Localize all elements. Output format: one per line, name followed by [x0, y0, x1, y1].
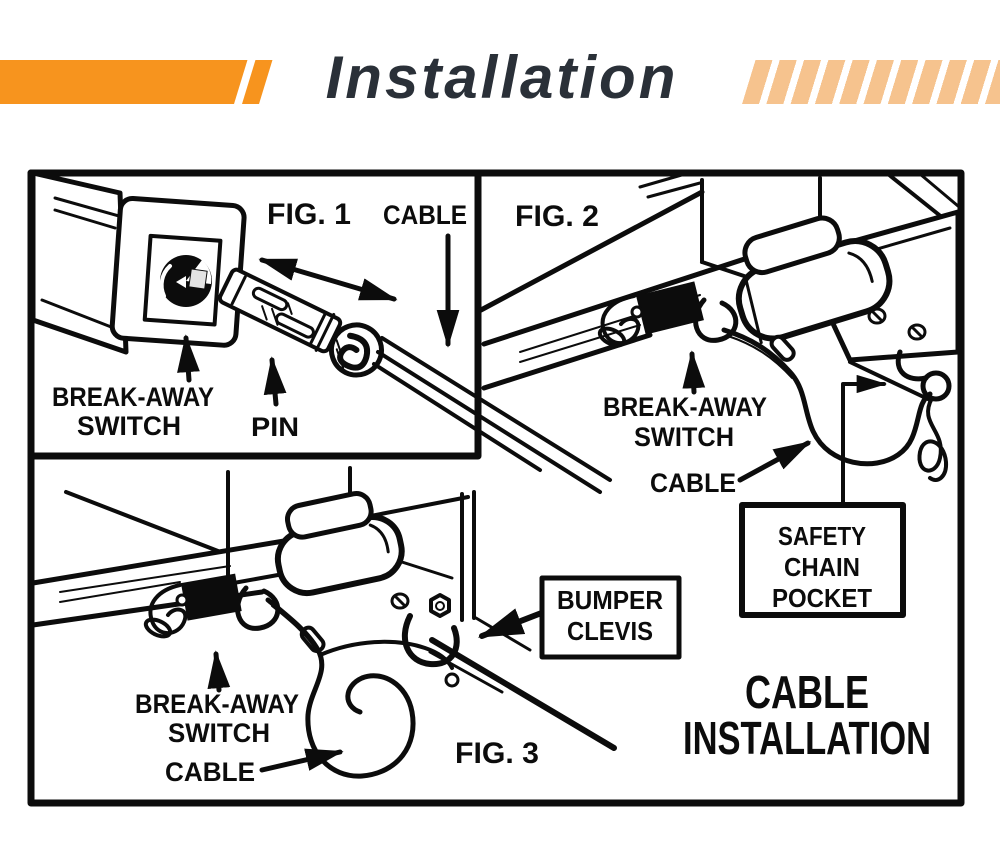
fig1-switch-housing-drawing [30, 170, 247, 355]
page-title: Installation [325, 44, 679, 111]
fig1-slide-arrow [258, 257, 398, 302]
fig1-pin-label: PIN [251, 412, 299, 442]
fig2-cable-drawing [721, 327, 952, 482]
fig3-cable-arrow [259, 748, 344, 773]
fig1-title: FIG. 1 [267, 198, 351, 231]
fig2-cable-arrow [737, 440, 812, 483]
fig1-cable-line [380, 336, 612, 482]
fig3-cable-label: CABLE [165, 757, 255, 787]
clevis-label-line2: CLEVIS [567, 616, 653, 646]
bumper-clevis-callout: BUMPER CLEVIS [539, 575, 682, 660]
fig1-pin-drawing [217, 267, 612, 494]
pocket-label-line1: SAFETY [778, 521, 866, 551]
pocket-label-line3: POCKET [772, 583, 872, 613]
fig3-switch-label-line2: SWITCH [168, 718, 270, 748]
safety-chain-pocket-box [739, 502, 906, 618]
fig3-arrows [207, 608, 547, 773]
fig2-breakaway-switch [636, 281, 704, 335]
fig2-switch-label-line1: BREAK-AWAY [603, 392, 767, 422]
fig3-cable-and-clevis [265, 593, 460, 779]
fig1-arrows [177, 233, 460, 407]
caption-line2: INSTALLATION [683, 712, 931, 764]
fig3-title: FIG. 3 [455, 737, 539, 770]
clevis-label-line1: BUMPER [557, 585, 663, 615]
fig3-tongue-and-coupler [30, 491, 405, 639]
caption-line1: CABLE [745, 666, 869, 718]
fig2-switch-label-line2: SWITCH [634, 422, 734, 452]
bumper-clevis-box [539, 575, 682, 660]
fig1-pin-arrow [263, 356, 287, 407]
fig3-bumper-clevis [401, 613, 460, 668]
fig3-switch-label-line1: BREAK-AWAY [135, 689, 299, 719]
page-header: Installation [0, 0, 1000, 140]
fig2-switch-arrow [682, 350, 706, 395]
fig2-arrows [682, 350, 888, 507]
fig3-breakaway-switch [180, 573, 242, 621]
fig2-tongue-and-coupler [481, 215, 893, 391]
safety-chain-pocket-callout: SAFETY CHAIN POCKET [739, 502, 906, 618]
fig1-switch-label-line1: BREAK-AWAY [52, 382, 214, 412]
outer-panel-border [27, 169, 965, 807]
fig1-cable-label: CABLE [383, 200, 467, 230]
fig2-cable-label: CABLE [650, 468, 736, 498]
fig1-switch-label-line2: SWITCH [77, 411, 181, 441]
fig2-pocket-connector-arrow [841, 374, 888, 507]
fig3-switch-arrow [207, 650, 231, 693]
fig3-clevis-arrow [477, 608, 547, 639]
fig1-switch-arrow [177, 334, 200, 383]
pocket-label-line2: CHAIN [784, 552, 860, 582]
fig2-title: FIG. 2 [515, 200, 599, 233]
